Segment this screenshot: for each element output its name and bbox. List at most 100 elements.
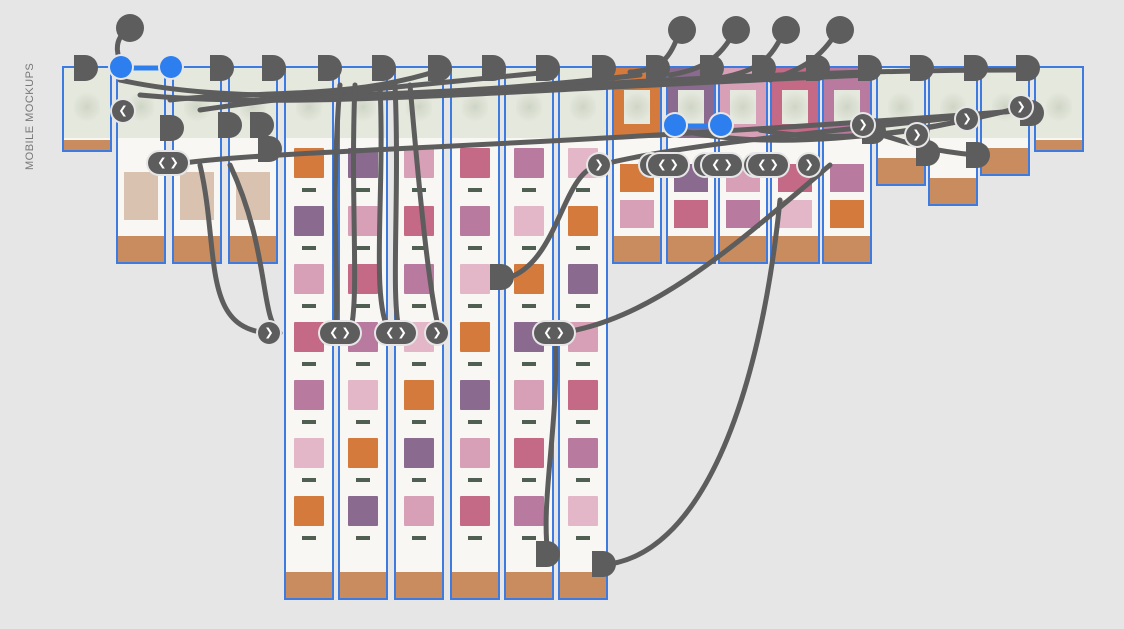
product-thumbnail[interactable] bbox=[294, 264, 324, 294]
back-screen-handle[interactable]: ❮ bbox=[112, 100, 134, 122]
product-thumbnail[interactable] bbox=[404, 206, 434, 236]
add-to-cart-button[interactable] bbox=[302, 304, 316, 308]
add-to-cart-button[interactable] bbox=[468, 536, 482, 540]
product-thumbnail[interactable] bbox=[460, 322, 490, 352]
selected-connection-handle[interactable] bbox=[110, 56, 132, 78]
gallery-photo[interactable] bbox=[830, 164, 864, 192]
next-screen-handle[interactable]: ❯ bbox=[956, 108, 978, 130]
add-to-cart-button[interactable] bbox=[522, 478, 536, 482]
product-thumbnail[interactable] bbox=[514, 438, 544, 468]
connection-end-plug[interactable] bbox=[806, 55, 830, 81]
add-to-cart-button[interactable] bbox=[576, 362, 590, 366]
connection-end-plug[interactable] bbox=[592, 551, 616, 577]
add-to-cart-button[interactable] bbox=[412, 420, 426, 424]
add-to-cart-button[interactable] bbox=[356, 362, 370, 366]
connection-end-plug[interactable] bbox=[318, 55, 342, 81]
product-thumbnail[interactable] bbox=[404, 496, 434, 526]
connection-end-plug[interactable] bbox=[592, 55, 616, 81]
selected-connection-handle[interactable] bbox=[664, 114, 686, 136]
add-to-cart-button[interactable] bbox=[356, 536, 370, 540]
connection-end-plug[interactable] bbox=[490, 264, 514, 290]
add-to-cart-button[interactable] bbox=[412, 478, 426, 482]
connection-end-plug[interactable] bbox=[858, 55, 882, 81]
product-thumbnail[interactable] bbox=[460, 496, 490, 526]
gallery-photo[interactable] bbox=[674, 200, 708, 228]
transition-handle-pair[interactable]: ❮ ❯ bbox=[648, 154, 688, 176]
add-to-cart-button[interactable] bbox=[412, 536, 426, 540]
add-to-cart-button[interactable] bbox=[522, 304, 536, 308]
connection-end-plug[interactable] bbox=[218, 112, 242, 138]
add-to-cart-button[interactable] bbox=[522, 246, 536, 250]
add-to-cart-button[interactable] bbox=[468, 188, 482, 192]
mockup-frame-confirmation[interactable]: ••• bbox=[1034, 66, 1084, 152]
product-thumbnail[interactable] bbox=[294, 148, 324, 178]
product-thumbnail[interactable] bbox=[294, 496, 324, 526]
connection-end-plug[interactable] bbox=[210, 55, 234, 81]
add-to-cart-button[interactable] bbox=[356, 420, 370, 424]
gallery-photo[interactable] bbox=[830, 200, 864, 228]
add-to-cart-button[interactable] bbox=[522, 536, 536, 540]
connection-start-knob[interactable] bbox=[772, 16, 800, 44]
add-to-cart-button[interactable] bbox=[468, 304, 482, 308]
product-thumbnail[interactable] bbox=[294, 380, 324, 410]
product-thumbnail[interactable] bbox=[460, 206, 490, 236]
next-screen-handle[interactable]: ❯ bbox=[588, 154, 610, 176]
mockup-frame-gallery[interactable]: ••• bbox=[822, 66, 872, 264]
mockup-frame-checkout[interactable]: ••• bbox=[928, 66, 978, 206]
connection-end-plug[interactable] bbox=[536, 55, 560, 81]
product-thumbnail[interactable] bbox=[348, 438, 378, 468]
next-screen-handle[interactable]: ❯ bbox=[1010, 96, 1032, 118]
add-to-cart-button[interactable] bbox=[468, 246, 482, 250]
product-thumbnail[interactable] bbox=[294, 322, 324, 352]
product-thumbnail[interactable] bbox=[348, 206, 378, 236]
connection-start-knob[interactable] bbox=[116, 14, 144, 42]
gallery-photo[interactable] bbox=[778, 200, 812, 228]
add-to-cart-button[interactable] bbox=[302, 536, 316, 540]
product-thumbnail[interactable] bbox=[460, 438, 490, 468]
mockup-frame-catalog[interactable]: ••• bbox=[450, 66, 500, 600]
product-thumbnail[interactable] bbox=[514, 496, 544, 526]
add-to-cart-button[interactable] bbox=[412, 188, 426, 192]
connection-end-plug[interactable] bbox=[74, 55, 98, 81]
product-thumbnail[interactable] bbox=[404, 148, 434, 178]
product-thumbnail[interactable] bbox=[294, 438, 324, 468]
product-thumbnail[interactable] bbox=[460, 148, 490, 178]
connection-end-plug[interactable] bbox=[428, 55, 452, 81]
add-to-cart-button[interactable] bbox=[468, 420, 482, 424]
next-screen-handle[interactable]: ❯ bbox=[426, 322, 448, 344]
connection-end-plug[interactable] bbox=[964, 55, 988, 81]
transition-handle-pair[interactable]: ❮ ❯ bbox=[702, 154, 742, 176]
product-thumbnail[interactable] bbox=[568, 264, 598, 294]
product-thumbnail[interactable] bbox=[514, 206, 544, 236]
product-thumbnail[interactable] bbox=[460, 264, 490, 294]
product-thumbnail[interactable] bbox=[568, 206, 598, 236]
add-to-cart-button[interactable] bbox=[302, 420, 316, 424]
connection-end-plug[interactable] bbox=[910, 55, 934, 81]
connection-end-plug[interactable] bbox=[536, 541, 560, 567]
product-thumbnail[interactable] bbox=[568, 496, 598, 526]
add-to-cart-button[interactable] bbox=[576, 478, 590, 482]
add-to-cart-button[interactable] bbox=[356, 246, 370, 250]
product-thumbnail[interactable] bbox=[404, 438, 434, 468]
add-to-cart-button[interactable] bbox=[576, 304, 590, 308]
add-to-cart-button[interactable] bbox=[302, 246, 316, 250]
add-to-cart-button[interactable] bbox=[576, 246, 590, 250]
transition-handle-pair[interactable]: ❮ ❯ bbox=[148, 152, 188, 174]
product-thumbnail[interactable] bbox=[568, 438, 598, 468]
add-to-cart-button[interactable] bbox=[468, 362, 482, 366]
mockup-frame-menu-short[interactable]: ••• bbox=[228, 66, 278, 264]
connection-end-plug[interactable] bbox=[262, 55, 286, 81]
product-thumbnail[interactable] bbox=[514, 148, 544, 178]
connection-end-plug[interactable] bbox=[258, 136, 282, 162]
product-thumbnail[interactable] bbox=[348, 264, 378, 294]
connection-start-knob[interactable] bbox=[826, 16, 854, 44]
transition-handle-pair[interactable]: ❮ ❯ bbox=[534, 322, 574, 344]
transition-handle-pair[interactable]: ❮ ❯ bbox=[320, 322, 360, 344]
connection-start-knob[interactable] bbox=[668, 16, 696, 44]
connection-end-plug[interactable] bbox=[646, 55, 670, 81]
add-to-cart-button[interactable] bbox=[412, 362, 426, 366]
add-to-cart-button[interactable] bbox=[522, 420, 536, 424]
add-to-cart-button[interactable] bbox=[468, 478, 482, 482]
add-to-cart-button[interactable] bbox=[302, 188, 316, 192]
connection-end-plug[interactable] bbox=[1016, 55, 1040, 81]
